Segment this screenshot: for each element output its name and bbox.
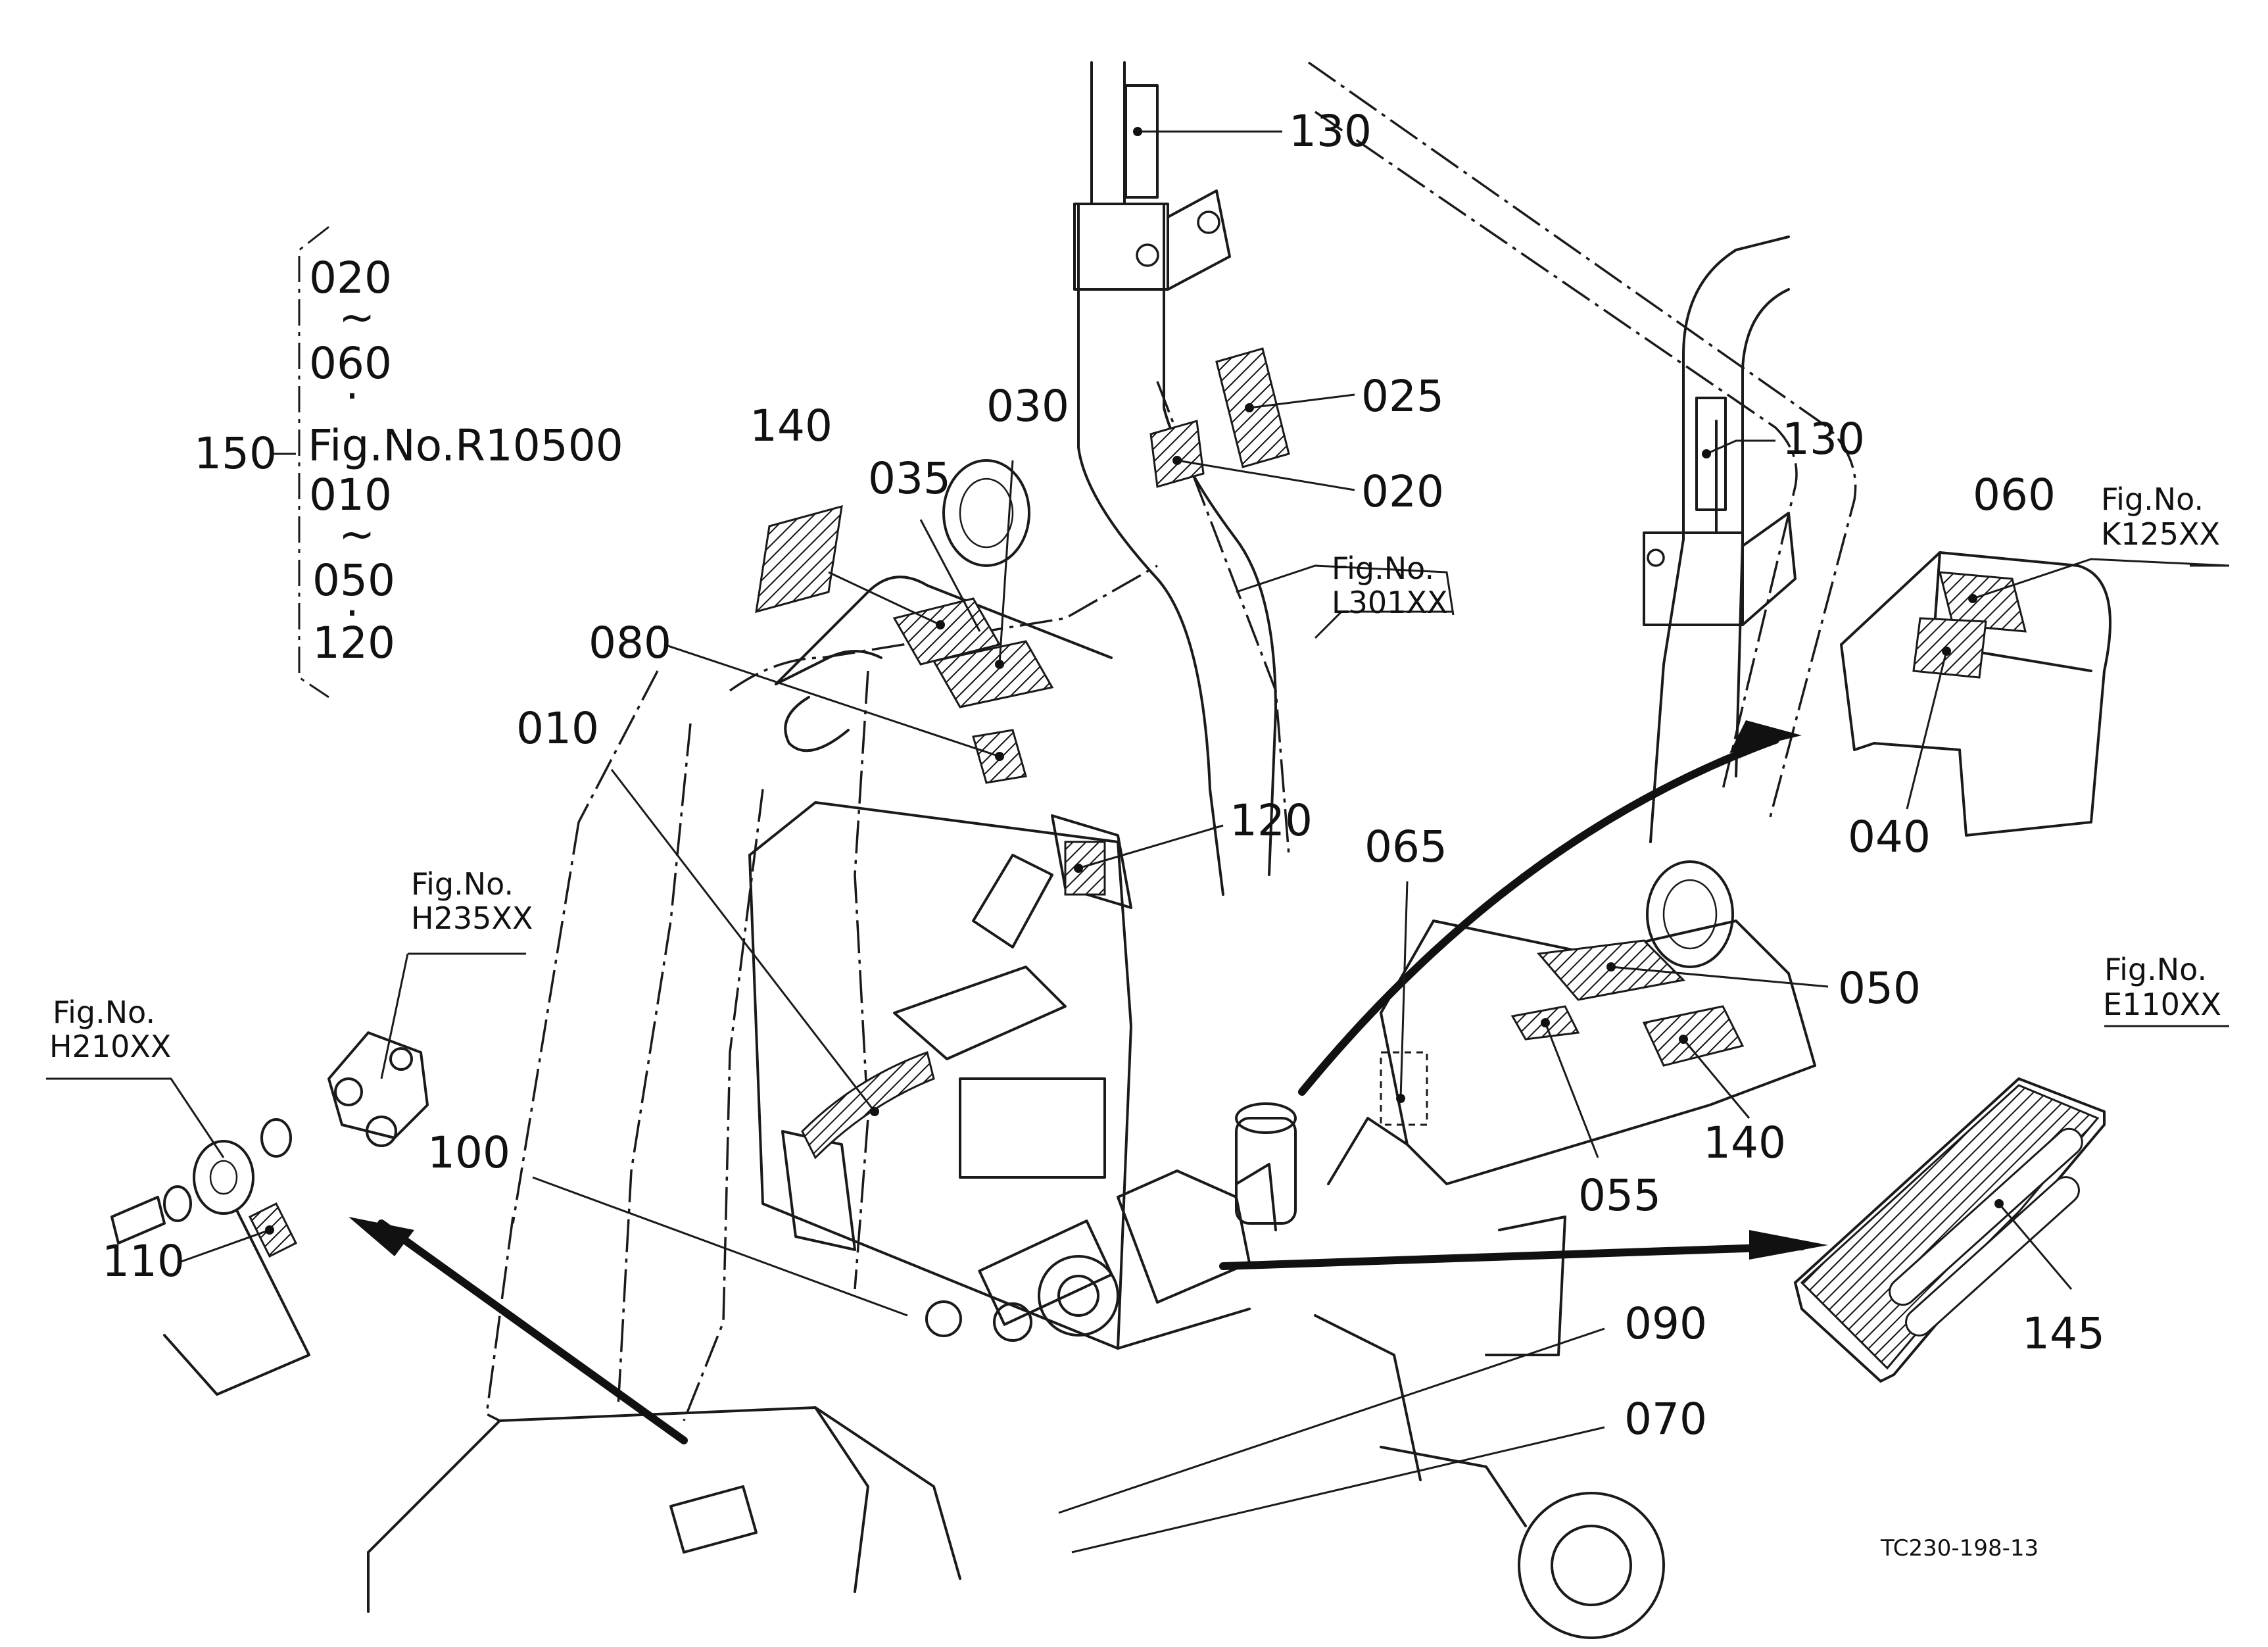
step-tread-hatch <box>1800 1084 2100 1370</box>
hydraulic-fittings <box>110 1031 429 1396</box>
label-130-upper <box>1124 84 1159 199</box>
axle-housing <box>1314 1216 1665 1639</box>
cover-detail <box>1840 551 2111 837</box>
fig-ref-e110-line2: E110XX <box>2103 987 2221 1022</box>
callout-050: 050 <box>1838 963 1921 1014</box>
callout-130-lower: 130 <box>1782 414 1865 464</box>
control-console <box>748 801 1251 1350</box>
arrow-to-step <box>1219 1242 1806 1270</box>
fig-ref-h210-line1: Fig.No. <box>53 995 155 1030</box>
callout-060: 060 <box>1973 470 2056 520</box>
floor-plate <box>367 1406 961 1613</box>
fig-ref-l301-line1: Fig.No. <box>1332 551 1434 586</box>
leader-dots <box>265 127 2004 1235</box>
detail-arrows <box>349 720 1828 1444</box>
figure-references: Fig.No. L301XX Fig.No. K125XX Fig.No. H2… <box>49 481 2221 1064</box>
label-140-right <box>1642 1005 1745 1067</box>
center-valve-assembly <box>925 1102 1297 1342</box>
callout-065: 065 <box>1364 822 1447 872</box>
callout-020: 020 <box>1361 466 1444 517</box>
callout-090: 090 <box>1624 1298 1707 1349</box>
set-line-6: ~ <box>339 509 375 560</box>
callout-080: 080 <box>589 618 671 668</box>
set-line-1: ~ <box>339 292 375 343</box>
arrow-to-cover <box>1298 736 1779 1096</box>
leader-lines <box>46 130 2230 1554</box>
callout-070: 070 <box>1624 1394 1707 1444</box>
set-line-4: Fig.No.R10500 <box>308 420 623 471</box>
label-040 <box>1912 617 1987 679</box>
fig-ref-h210-line2: H210XX <box>49 1029 171 1064</box>
fig-ref-k125-line2: K125XX <box>2101 516 2220 552</box>
set-line-8: · <box>345 588 359 639</box>
callout-010: 010 <box>516 703 599 754</box>
callout-140-upper: 140 <box>750 401 832 451</box>
label-140-loose <box>755 504 843 614</box>
set-line-3: · <box>345 371 359 422</box>
set-line-0: 020 <box>309 253 392 303</box>
label-010 <box>801 1051 935 1160</box>
label-020 <box>1149 420 1205 488</box>
callout-140-lower: 140 <box>1703 1118 1786 1168</box>
fig-ref-e110-line1: Fig.No. <box>2104 952 2207 987</box>
set-bracket <box>298 226 329 699</box>
callout-labels: 130 130 025 020 030 140 035 080 010 120 … <box>102 106 2105 1444</box>
callout-055: 055 <box>1578 1170 1661 1221</box>
fig-ref-l301-line2: L301XX <box>1332 585 1447 620</box>
callout-110: 110 <box>102 1236 185 1287</box>
rops-right-post <box>1649 235 1790 843</box>
callout-150: 150 <box>194 428 277 479</box>
arrow-to-fittings <box>377 1219 688 1444</box>
right-fender <box>1327 860 1816 1185</box>
label-130-lower <box>1695 397 1727 511</box>
callout-025: 025 <box>1361 371 1444 422</box>
label-120 <box>1064 841 1106 896</box>
callout-120: 120 <box>1230 795 1313 846</box>
callout-100: 100 <box>427 1127 510 1178</box>
fender-body <box>485 564 1158 1422</box>
right-post-bracket <box>1643 397 1797 626</box>
fig-ref-h235-line2: H235XX <box>411 900 533 936</box>
set-line-7: 050 <box>312 555 395 606</box>
callout-145: 145 <box>2022 1308 2105 1359</box>
fig-ref-h235-line1: Fig.No. <box>411 866 514 902</box>
set-list: 020 ~ 060 · Fig.No.R10500 010 ~ 050 · 12… <box>308 253 623 668</box>
callout-040: 040 <box>1848 812 1931 862</box>
callout-035: 035 <box>868 453 951 504</box>
callout-130-upper: 130 <box>1289 106 1372 157</box>
callout-030: 030 <box>986 381 1069 431</box>
label-060 <box>1939 571 2027 633</box>
drawing-id: TC230-198-13 <box>1880 1535 2039 1561</box>
set-line-2: 060 <box>309 338 392 389</box>
step-detail <box>1794 1077 2106 1383</box>
set-line-5: 010 <box>309 470 392 520</box>
label-065 <box>1380 1051 1428 1126</box>
fig-ref-k125-line1: Fig.No. <box>2101 481 2204 517</box>
set-line-9: 120 <box>312 618 395 668</box>
label-030 <box>932 640 1054 708</box>
